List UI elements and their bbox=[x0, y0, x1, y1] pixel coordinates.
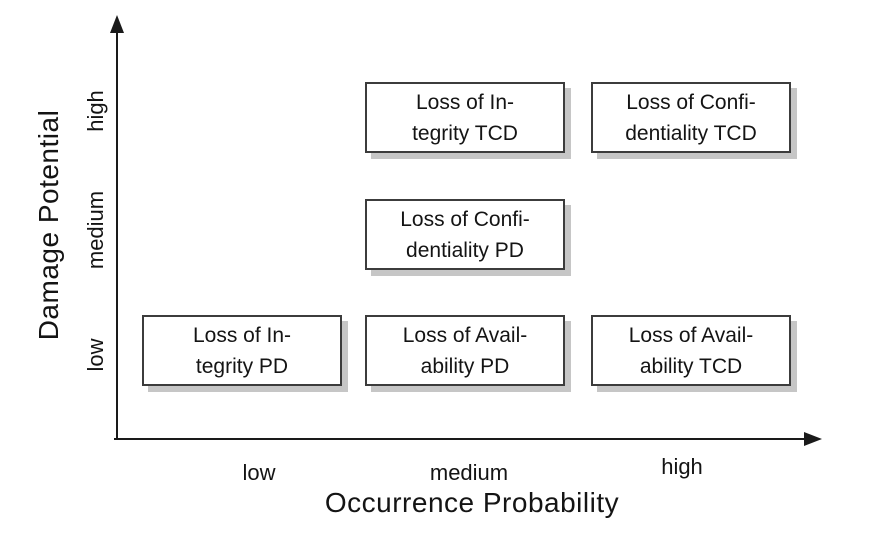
y-axis-arrowhead-icon bbox=[110, 15, 124, 33]
risk-box-label-line2: dentiality PD bbox=[406, 238, 524, 262]
risk-box-label-line1: Loss of Avail- bbox=[628, 323, 754, 347]
x-tick-medium: medium bbox=[429, 460, 509, 485]
risk-box-label-line2: ability PD bbox=[420, 354, 510, 378]
risk-box-loss-of-integrity-tcd: Loss of In- tegrity TCD bbox=[365, 82, 565, 153]
risk-box-loss-of-integrity-pd: Loss of In- tegrity PD bbox=[142, 315, 342, 386]
x-tick-high: high bbox=[661, 454, 703, 479]
x-tick-low: low bbox=[242, 460, 276, 485]
x-axis-title: Occurrence Probability bbox=[324, 487, 620, 518]
x-axis-arrowhead-icon bbox=[804, 432, 822, 446]
risk-box-loss-of-availability-pd: Loss of Avail- ability PD bbox=[365, 315, 565, 386]
risk-box-label-line2: tegrity PD bbox=[195, 354, 289, 378]
risk-box-label-line2: tegrity TCD bbox=[412, 121, 518, 145]
risk-box-label-line2: dentiality TCD bbox=[625, 121, 757, 145]
risk-box-label-line2: ability TCD bbox=[639, 354, 743, 378]
risk-box-label-line1: Loss of Confi- bbox=[400, 207, 530, 231]
risk-box-loss-of-confidentiality-tcd: Loss of Confi- dentiality TCD bbox=[591, 82, 791, 153]
risk-box-label-line1: Loss of In- bbox=[415, 90, 515, 114]
y-tick-medium: medium bbox=[83, 190, 108, 270]
risk-box-label-line1: Loss of In- bbox=[192, 323, 292, 347]
y-tick-high: high bbox=[83, 90, 108, 132]
x-axis-line bbox=[114, 438, 806, 440]
y-tick-low: low bbox=[83, 338, 108, 372]
y-axis-line bbox=[116, 22, 118, 440]
risk-box-loss-of-confidentiality-pd: Loss of Confi- dentiality PD bbox=[365, 199, 565, 270]
risk-box-loss-of-availability-tcd: Loss of Avail- ability TCD bbox=[591, 315, 791, 386]
y-axis-title: Damage Potential bbox=[33, 109, 64, 341]
risk-box-label-line1: Loss of Avail- bbox=[402, 323, 528, 347]
risk-box-label-line1: Loss of Confi- bbox=[626, 90, 756, 114]
